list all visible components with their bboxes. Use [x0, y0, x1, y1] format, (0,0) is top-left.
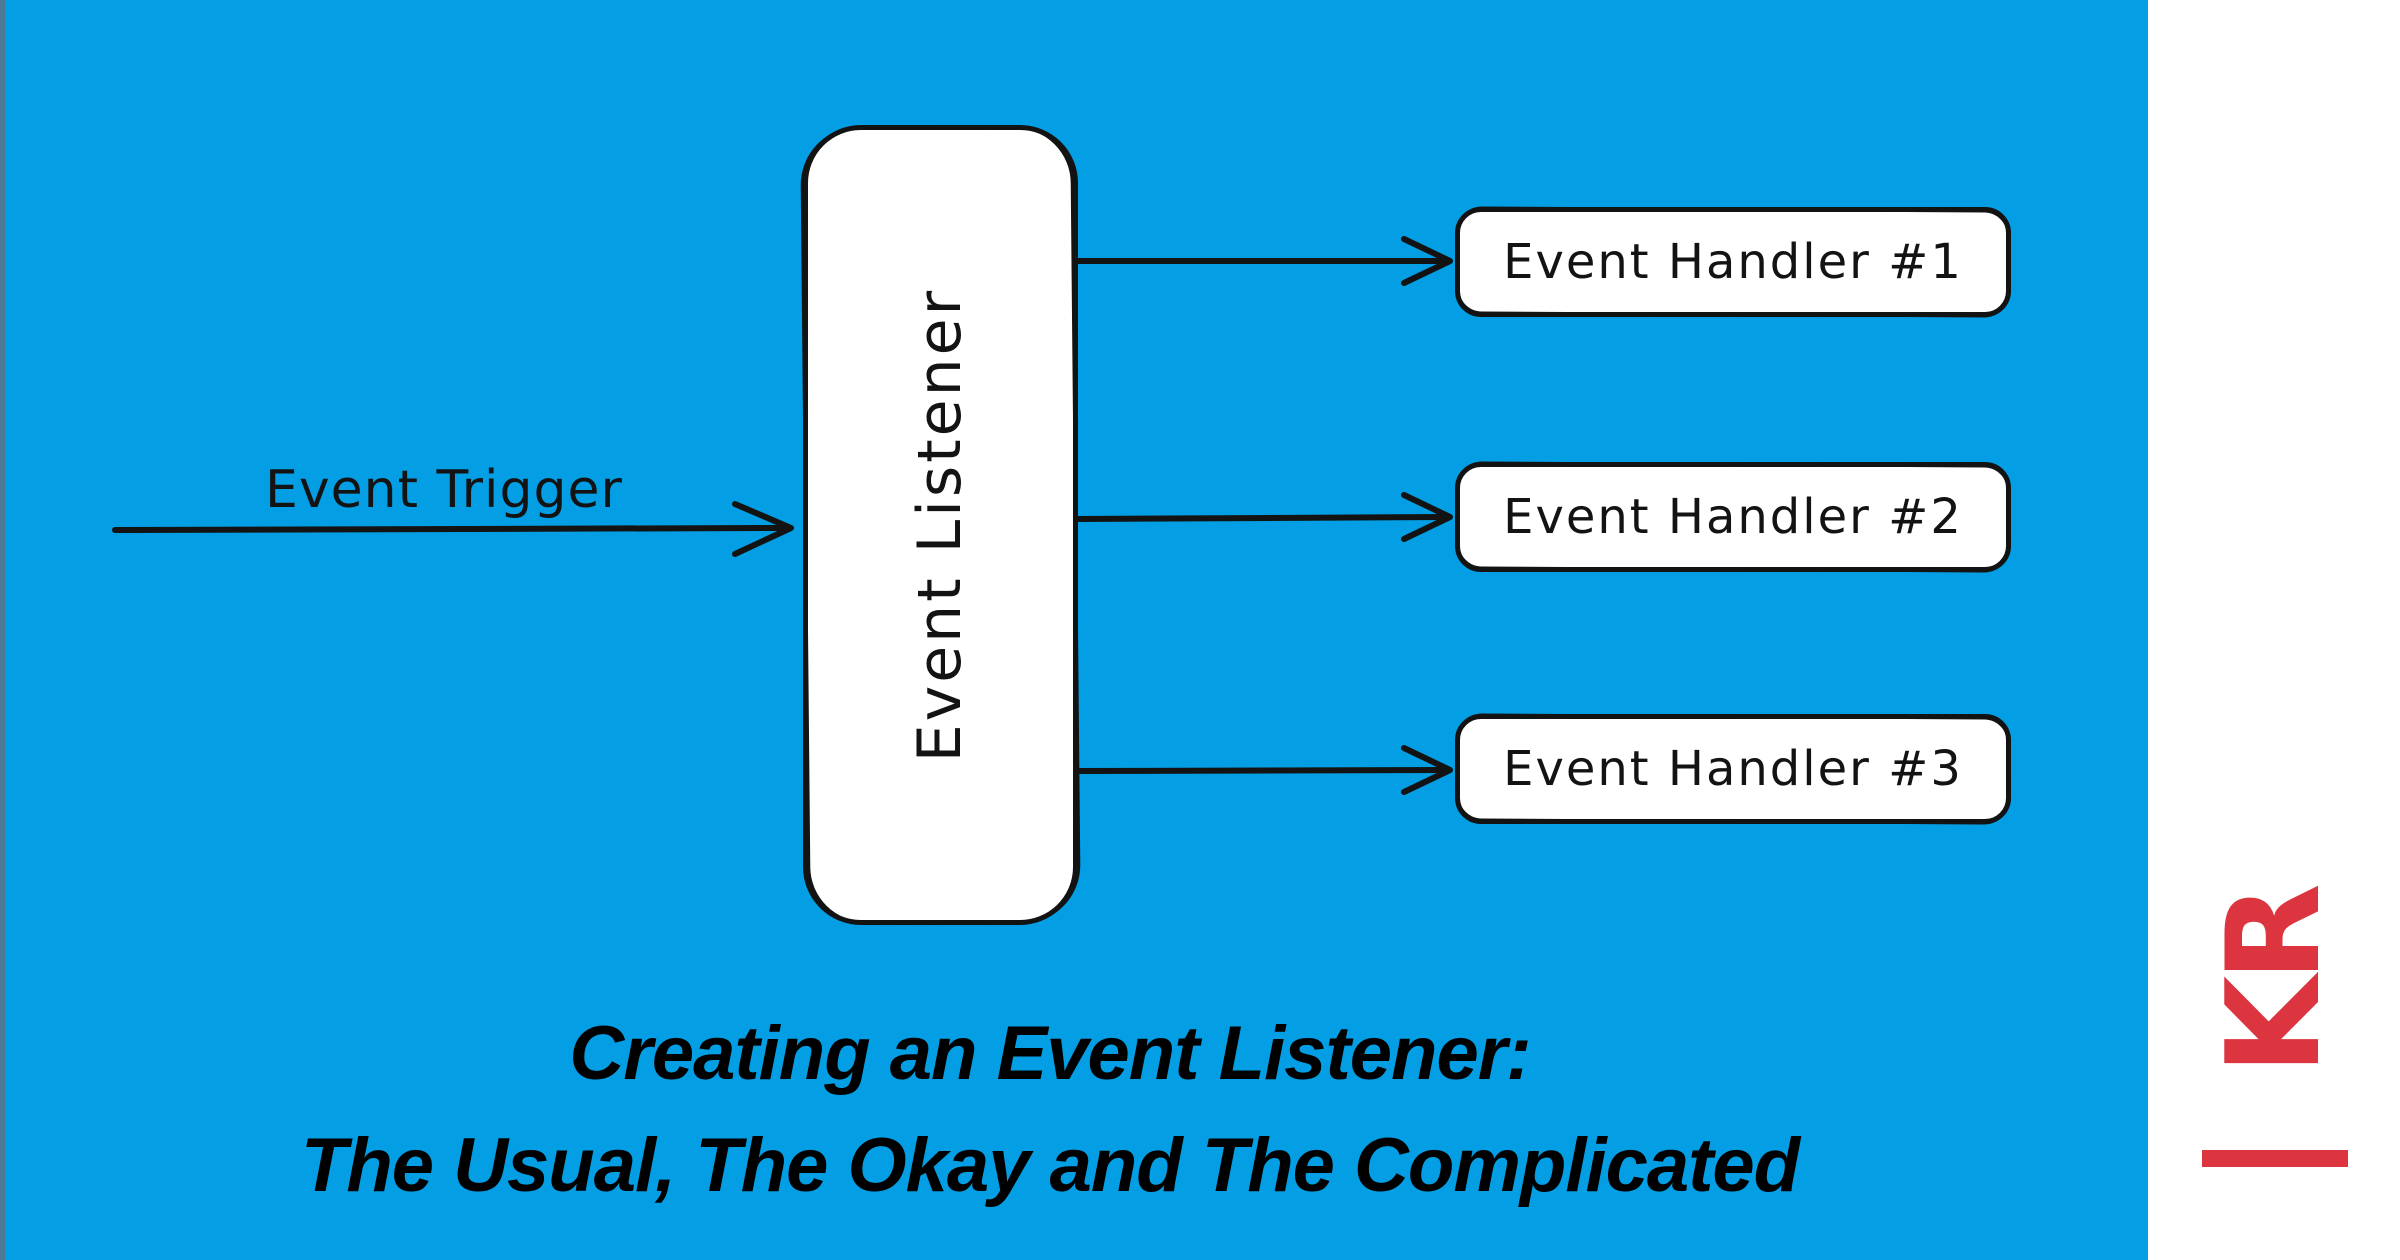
kr-logo: KR [2190, 852, 2360, 1112]
event-trigger-arrow [112, 501, 794, 557]
arrow-to-handler-2 [1075, 492, 1453, 542]
right-white-strip [2148, 0, 2400, 1260]
kr-logo-letters: KR [2200, 889, 2349, 1075]
kr-logo-bar [2202, 1150, 2348, 1167]
event-handler-1-label: Event Handler #1 [1503, 234, 1963, 290]
event-handler-2-box: Event Handler #2 [1455, 462, 2011, 572]
arrow-to-handler-3 [1075, 745, 1453, 795]
caption-line-1: Creating an Event Listener: [569, 1011, 1531, 1096]
event-handler-3-box: Event Handler #3 [1455, 714, 2011, 824]
event-listener-label: Event Listener [905, 287, 976, 763]
caption: Creating an Event Listener: The Usual, T… [0, 998, 2100, 1221]
event-handler-3-label: Event Handler #3 [1503, 741, 1963, 797]
event-listener-box: Event Listener [803, 125, 1078, 925]
event-handler-1-box: Event Handler #1 [1455, 207, 2011, 317]
caption-line-2: The Usual, The Okay and The Complicated [300, 1122, 1800, 1208]
event-handler-2-label: Event Handler #2 [1503, 489, 1963, 545]
event-trigger-label: Event Trigger [265, 460, 623, 520]
arrow-to-handler-1 [1075, 236, 1453, 286]
